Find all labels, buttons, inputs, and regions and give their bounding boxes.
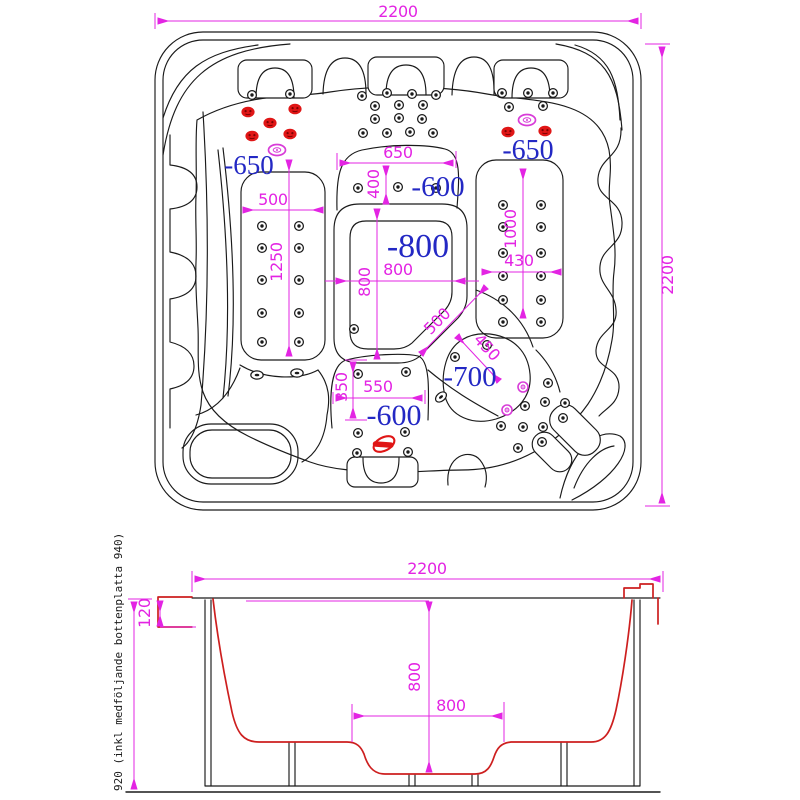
side-view: 2200 120 800 800 920 (inkl medföljande b…: [112, 533, 664, 793]
dim-right-bench-length: 1000: [501, 168, 527, 319]
dim-label: 500: [420, 304, 454, 338]
right-bench-outline: [475, 159, 564, 339]
lounger-armrests: [531, 404, 601, 473]
headrest-middle: [367, 56, 445, 96]
depth-label-right-bench: -650: [502, 135, 553, 166]
dim-side-footwell-width: 800: [351, 696, 505, 742]
dim-label: 550: [363, 377, 393, 396]
jet-ovals-lower-left: [250, 368, 304, 380]
jet-cluster-middle-backrest: [356, 87, 442, 139]
tub-inner-rim: [162, 39, 634, 503]
footwell-inner: [349, 220, 453, 350]
depth-label-footwell: -800: [387, 228, 449, 265]
dim-label: 350: [332, 372, 351, 402]
dim-left-bench-length: 1250: [267, 159, 293, 357]
drain-symbol: [372, 435, 396, 453]
dim-label: 800: [405, 662, 424, 692]
cabinet-structure: [125, 597, 661, 793]
tub-shell-outline: [154, 31, 642, 511]
bottom-seat-outline: [330, 353, 430, 429]
step-inner: [189, 429, 292, 479]
dim-left-bench-width: 500: [242, 190, 324, 214]
dim-side-depth: 800: [246, 600, 433, 773]
depth-label-top-bench: -600: [411, 171, 464, 203]
dim-top-bench-length: 400: [364, 165, 390, 205]
jet-cluster-left-backrest: [240, 88, 303, 157]
seats: [182, 144, 601, 485]
step-outer: [182, 423, 299, 485]
headrests: [237, 56, 569, 488]
dim-label: 1250: [267, 242, 286, 282]
dim-side-overall-height: [128, 598, 152, 790]
dim-label: 500: [258, 190, 288, 209]
jet-grid-left-bench: [256, 220, 305, 348]
dim-right-bench-width: 430: [481, 251, 562, 276]
depth-label-bottom-seat: -600: [367, 399, 422, 432]
tub-outer-edge: [154, 31, 642, 511]
dim-label: 430: [504, 251, 534, 270]
dim-label: 400: [364, 169, 383, 199]
dim-label: 800: [436, 696, 466, 715]
dim-side-rim-lip: 120: [135, 598, 196, 628]
top-view: 2200 2200 650 400 500 1250 800: [154, 2, 677, 511]
height-note: 920 (inkl medföljande bottenplatta 940): [112, 533, 125, 791]
top-bench-outline: [336, 144, 460, 211]
dim-label: 1000: [501, 209, 520, 249]
shell-left-lip: [157, 596, 193, 628]
dim-footwell-width: 800: [325, 260, 479, 285]
dim-label: 120: [135, 598, 154, 628]
depth-label-corner-seat: -700: [443, 361, 496, 393]
dim-label: 800: [355, 267, 374, 297]
dim-overall-width: 2200: [154, 2, 642, 29]
jet-footwell: [348, 323, 360, 335]
dim-top-bench-width: 650: [336, 143, 457, 170]
depth-label-left-bench: -650: [224, 150, 274, 180]
dim-footwell-length: 800: [355, 208, 381, 360]
dim-label: 800: [383, 260, 413, 279]
dim-label: 2200: [658, 255, 677, 295]
deck-contours: [162, 43, 626, 501]
dim-side-overall-width: 2200: [191, 559, 664, 592]
headrest-bottom: [346, 456, 419, 488]
dim-bottom-seat-width: 550: [332, 377, 426, 404]
dim-label: 2200: [378, 2, 418, 21]
shell-right-lip: [623, 583, 659, 625]
footwell-outer: [333, 203, 468, 364]
left-bench-outline: [240, 171, 326, 361]
dim-label: 650: [383, 143, 413, 162]
dim-label: 2200: [407, 559, 447, 578]
shell-basin: [212, 598, 633, 775]
dim-overall-depth: 2200: [645, 43, 677, 507]
dim-bottom-seat-depth: 350: [332, 359, 367, 421]
